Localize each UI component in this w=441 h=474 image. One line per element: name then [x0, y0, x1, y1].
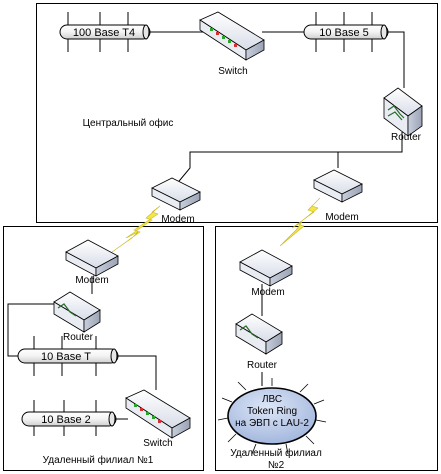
- branch1-switch-icon: [125, 389, 191, 439]
- segment-label: 10 Base 2: [41, 414, 91, 426]
- central-switch-icon: [199, 11, 265, 61]
- branch2-modem-icon: [239, 249, 293, 287]
- wireless-link-right-icon: [279, 197, 321, 247]
- token-ring-line3: на ЭВП с LAU-2: [235, 418, 309, 429]
- segment-10-base-5: 10 Base 5: [303, 12, 389, 52]
- device-label: Modem: [161, 214, 194, 225]
- central-modem-right-icon: [313, 169, 363, 203]
- branch2-label-line2: №2: [268, 460, 285, 471]
- branch1-wiring: [7, 303, 157, 390]
- segment-label: 10 Base 5: [319, 27, 369, 39]
- central-modem-left-icon: [151, 177, 201, 211]
- branch2-frame: [215, 226, 438, 471]
- device-label: Modem: [325, 212, 358, 223]
- wireless-link-left-icon: [111, 205, 161, 253]
- branch2-router-icon: [235, 313, 283, 355]
- central-office-label: Центральный офис: [83, 117, 174, 129]
- branch1-frame: [3, 226, 204, 471]
- device-label: Switch: [218, 66, 247, 77]
- branch1-router-icon: [53, 291, 101, 333]
- segment-label: 10 Base T: [41, 351, 91, 363]
- device-label: Router: [247, 360, 278, 371]
- device-label: Switch: [143, 438, 172, 449]
- branch1-label: Удаленный филиал №1: [43, 454, 154, 466]
- branch1-modem-icon: [65, 239, 119, 277]
- central-office-frame: [36, 3, 438, 223]
- token-ring-line2: Token Ring: [247, 406, 297, 417]
- central-wiring: [146, 31, 405, 187]
- segment-100-base-t4: 100 Base T4: [59, 12, 151, 52]
- device-label: Router: [63, 332, 94, 343]
- central-router-icon: [383, 87, 423, 137]
- device-label: Router: [391, 132, 422, 143]
- branch2-label-line1: Удаленный филиал: [230, 447, 322, 459]
- segment-10-base-t: 10 Base T: [17, 336, 119, 376]
- segment-10-base-2: 10 Base 2: [21, 400, 117, 436]
- segment-label: 100 Base T4: [73, 27, 135, 39]
- token-ring-icon: [217, 378, 327, 455]
- token-ring-line1: ЛВС: [262, 394, 282, 405]
- device-label: Modem: [251, 287, 284, 298]
